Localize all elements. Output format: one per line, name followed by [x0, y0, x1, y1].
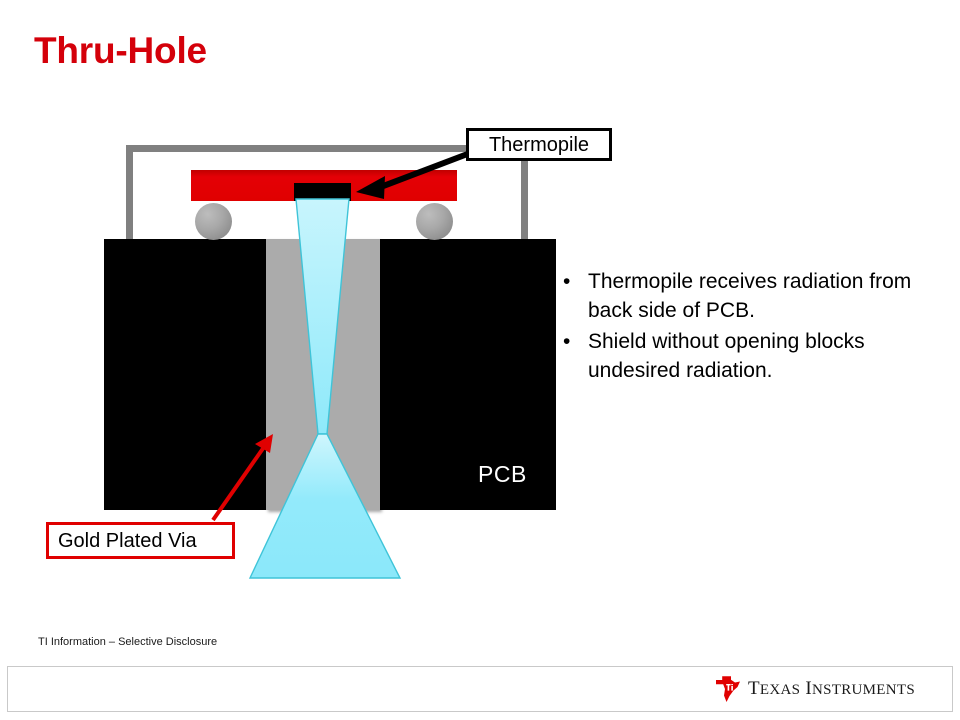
shield-left-leg — [126, 145, 133, 248]
wordmark-i: I — [805, 678, 812, 699]
page-title: Thru-Hole — [34, 30, 207, 71]
pcb-label: PCB — [478, 461, 527, 487]
wordmark-t: T — [748, 678, 760, 699]
bullet-text: Shield without opening blocks undesired … — [588, 330, 865, 382]
callout-gold-plated-via-label: Gold Plated Via — [58, 529, 197, 552]
wordmark-nstruments: NSTRUMENTS — [811, 682, 915, 698]
bullet-marker: • — [563, 270, 571, 293]
texas-instruments-wordmark: TEXAS INSTRUMENTS — [748, 678, 915, 700]
wordmark-exas: EXAS — [759, 682, 801, 698]
callout-gold-plated-via[interactable]: Gold Plated Via — [46, 522, 235, 559]
gold-plated-via-column — [266, 239, 380, 510]
list-item: • Thermopile receives radiation from bac… — [563, 267, 935, 325]
shield-right-leg — [521, 145, 528, 248]
bullet-marker: • — [563, 330, 571, 353]
bullet-list: • Thermopile receives radiation from bac… — [563, 267, 935, 387]
solder-ball-left — [195, 203, 232, 240]
callout-thermopile[interactable]: Thermopile — [466, 128, 612, 161]
shield-top-bar — [126, 145, 528, 152]
texas-state-icon — [716, 676, 740, 702]
thermopile-die — [294, 183, 351, 201]
texas-instruments-logo: TEXAS INSTRUMENTS — [715, 675, 915, 703]
solder-ball-right — [416, 203, 453, 240]
bullet-text: Thermopile receives radiation from back … — [588, 270, 912, 322]
callout-thermopile-label: Thermopile — [488, 133, 590, 156]
footer-confidentiality-note: TI Information – Selective Disclosure — [38, 636, 218, 648]
list-item: • Shield without opening blocks undesire… — [563, 327, 935, 385]
footer-bar — [7, 666, 953, 712]
